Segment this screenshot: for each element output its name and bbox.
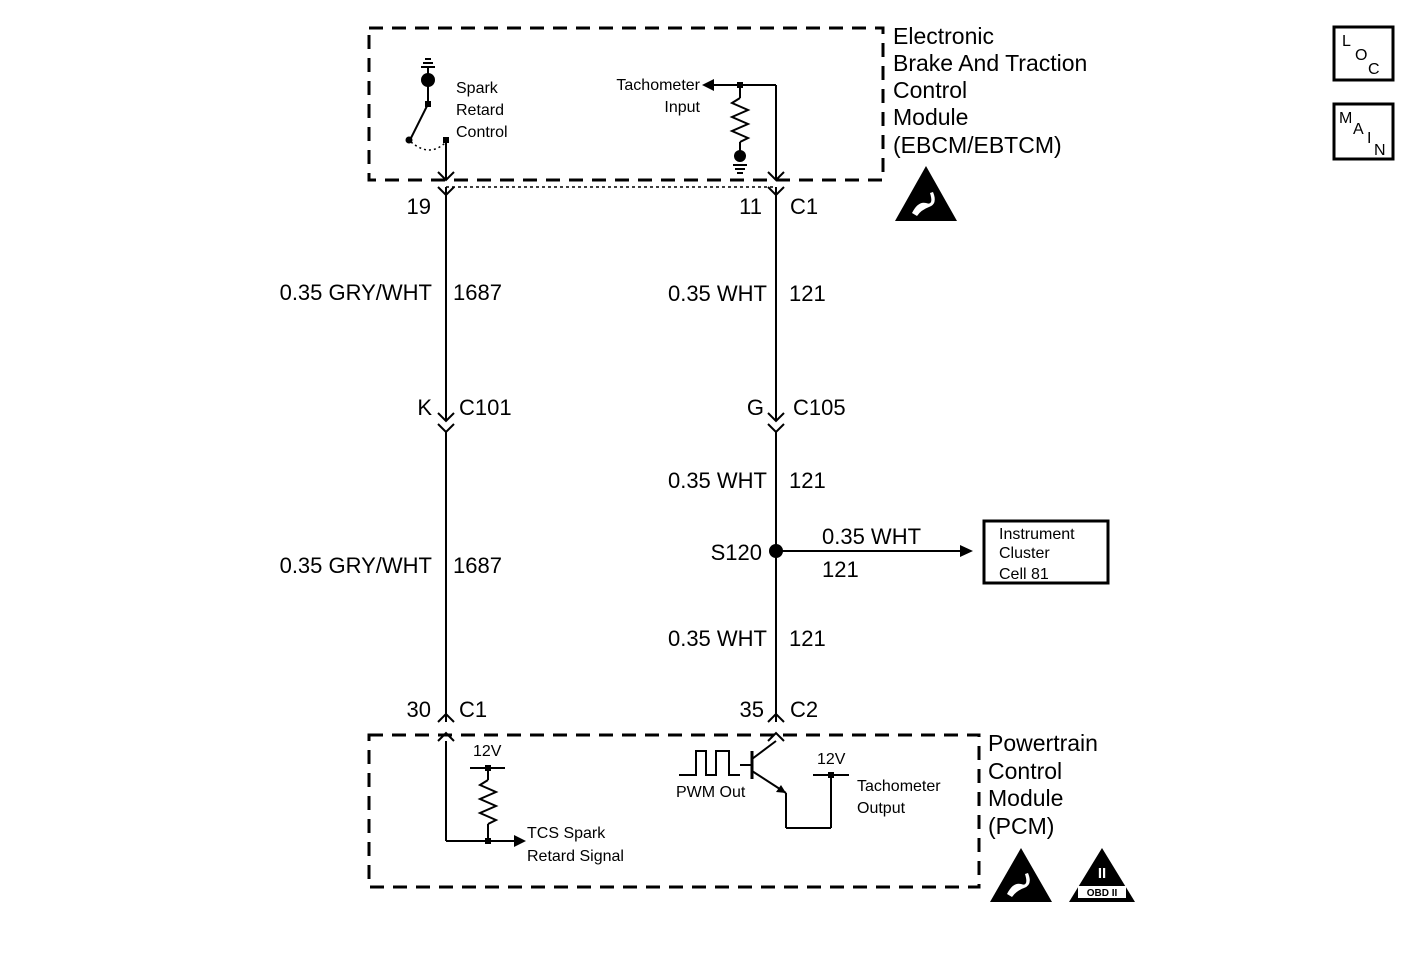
connector-c105-male [767, 412, 785, 423]
spark-retard-switch [405, 58, 449, 180]
left-circuit-top: 1687 [453, 280, 502, 305]
ebcm-module: Electronic Brake And Traction Control Mo… [367, 23, 1087, 221]
tcs-spark-retard-circuit [445, 741, 526, 847]
supply-12v-right: 12V [817, 751, 846, 768]
terminal-30-male [437, 712, 455, 723]
left-pin-top: 19 [407, 194, 431, 219]
pcm-name-line-4: (PCM) [988, 813, 1054, 839]
right-wire-1: 0.35 WHT [668, 281, 767, 306]
instrument-cluster-line-3: Cell 81 [999, 566, 1049, 583]
obd-ii-numeral: II [1098, 865, 1106, 882]
pcm-module-boundary [367, 733, 981, 889]
loc-letter-2: O [1355, 47, 1367, 64]
pcm-name-line-3: Module [988, 785, 1063, 811]
esd-warning-icon-pcm [990, 848, 1052, 902]
right-circuit-2: 121 [789, 468, 826, 493]
right-pin-top: 11 [739, 194, 762, 219]
left-inline-pin: K [417, 395, 432, 420]
left-pin-bottom: 30 [407, 697, 431, 722]
right-circuit-1: 121 [789, 281, 826, 306]
terminal-11-arrow [767, 171, 785, 182]
terminal-35-male [767, 712, 785, 723]
spark-retard-label-line-1: Spark [456, 80, 499, 97]
tcs-label-line-1: TCS Spark [527, 825, 606, 842]
ebcm-module-boundary [367, 26, 885, 182]
instrument-cluster-reference[interactable]: Instrument Cluster Cell 81 [982, 519, 1110, 585]
ebcm-name-line-2: Brake And Traction [893, 50, 1087, 76]
main-letter-2: A [1353, 121, 1364, 138]
supply-12v-left: 12V [473, 743, 502, 760]
branch-arrow [960, 545, 973, 557]
main-letter-1: M [1339, 110, 1352, 127]
right-connector-top: C1 [790, 194, 818, 219]
loc-button[interactable]: L O C [1332, 25, 1395, 82]
left-wire-bottom: 0.35 GRY/WHT [280, 553, 432, 578]
right-wire-2: 0.35 WHT [668, 468, 767, 493]
ebcm-name-line-1: Electronic [893, 23, 994, 49]
pcm-name-line-2: Control [988, 758, 1062, 784]
circuit-121 [767, 171, 973, 742]
pcm-module: Powertrain Control Module (PCM) II OBD I… [367, 730, 1135, 902]
main-letter-4: N [1374, 142, 1386, 159]
pcm-name-line-1: Powertrain [988, 730, 1098, 756]
terminal-30-female [437, 731, 455, 742]
tach-input-label-line-1: Tachometer [616, 77, 700, 94]
ebcm-name-line-5: (EBCM/EBTCM) [893, 132, 1062, 158]
right-wire-3: 0.35 WHT [668, 626, 767, 651]
right-pin-bottom: 35 [740, 697, 764, 722]
right-connector-bottom: C2 [790, 697, 818, 722]
right-inline-connector: C105 [793, 395, 846, 420]
connector-c101-male [437, 412, 455, 423]
ebcm-name-line-4: Module [893, 104, 968, 130]
obd-ii-label: OBD II [1087, 888, 1118, 899]
left-circuit-bottom: 1687 [453, 553, 502, 578]
left-inline-connector: C101 [459, 395, 512, 420]
pwm-tach-output-circuit [679, 740, 849, 829]
circuit-1687 [437, 171, 455, 742]
main-button[interactable]: M A I N [1332, 102, 1395, 161]
spark-retard-label-line-2: Retard [456, 102, 504, 119]
left-wire-top: 0.35 GRY/WHT [280, 280, 432, 305]
main-letter-3: I [1367, 130, 1371, 147]
splice-s120-label: S120 [711, 540, 762, 565]
tcs-label-line-2: Retard Signal [527, 848, 624, 865]
pwm-out-label: PWM Out [676, 784, 746, 801]
spark-retard-label-line-3: Control [456, 124, 508, 141]
branch-circuit-label: 121 [822, 557, 859, 582]
transistor-collector [751, 740, 777, 760]
left-connector-bottom: C1 [459, 697, 487, 722]
loc-letter-1: L [1342, 33, 1351, 50]
ebcm-name-line-3: Control [893, 77, 967, 103]
terminal-35-female [767, 731, 785, 742]
pwm-waveform-icon [679, 750, 740, 776]
connector-c101-female [437, 423, 455, 434]
instrument-cluster-line-1: Instrument [999, 526, 1075, 543]
tach-output-label-line-1: Tachometer [857, 778, 941, 795]
obd-ii-badge-icon: II OBD II [1069, 848, 1135, 902]
esd-warning-icon [895, 166, 957, 221]
right-inline-pin: G [747, 395, 764, 420]
tachometer-input-circuit [702, 79, 777, 180]
connector-c105-female [767, 423, 785, 434]
instrument-cluster-line-2: Cluster [999, 545, 1050, 562]
branch-wire-label: 0.35 WHT [822, 524, 921, 549]
right-circuit-3: 121 [789, 626, 826, 651]
loc-letter-3: C [1368, 61, 1380, 78]
tach-output-label-line-2: Output [857, 800, 906, 817]
terminal-19-arrow [437, 171, 455, 182]
instrument-cluster-box[interactable] [982, 519, 1110, 585]
tach-input-label-line-2: Input [664, 99, 700, 116]
